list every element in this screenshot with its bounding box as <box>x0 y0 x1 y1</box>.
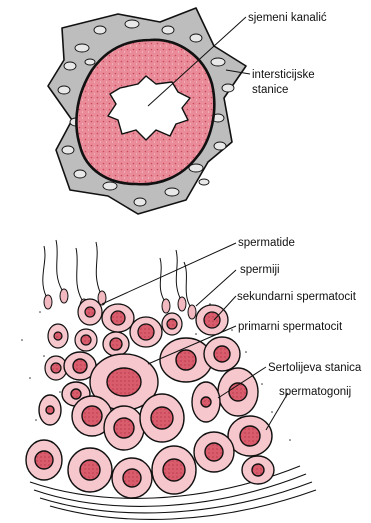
label-sertolijeva-stanica: Sertolijeva stanica <box>268 362 362 374</box>
label-spermatide: spermatide <box>238 237 295 249</box>
label-sjemeni-kanalic: sjemeni kanalić <box>248 12 327 24</box>
label-intersticijske: intersticijske <box>252 69 315 81</box>
label-spermiji: spermiji <box>240 264 280 276</box>
label-stanice: stanice <box>252 84 288 96</box>
epithelium-detail <box>21 240 316 519</box>
label-primarni-spermatocit: primarni spermatocit <box>238 321 343 333</box>
label-sekundarni-spermatocit: sekundarni spermatocit <box>237 291 357 303</box>
tubule-cross-section <box>48 8 246 214</box>
label-spermatogonij: spermatogonij <box>279 386 351 398</box>
